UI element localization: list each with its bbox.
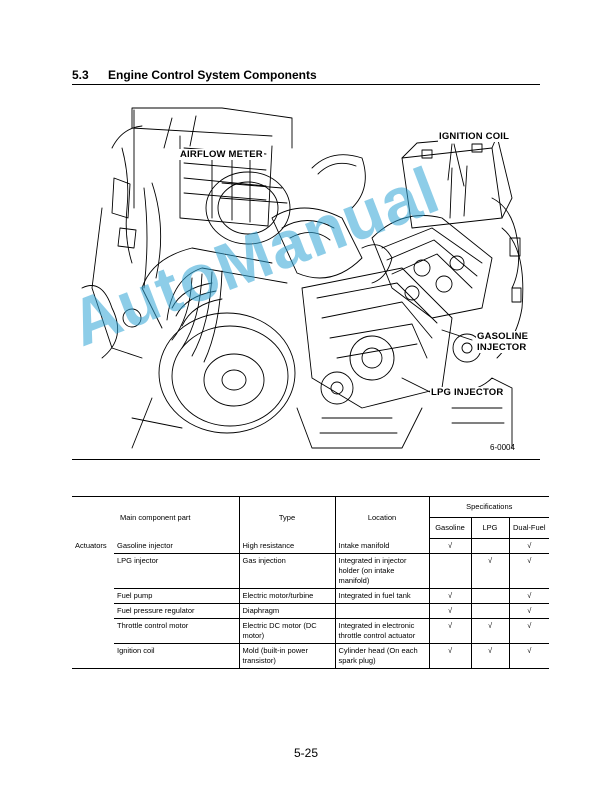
section-number: 5.3 [72,68,89,82]
header-type: Type [238,496,335,539]
section-title: Engine Control System Components [108,68,317,82]
cell-part: Fuel pump [114,588,239,604]
cell-gasoline: √ [428,603,471,619]
page-number: 5-25 [293,746,319,760]
header-main-component: Main component part [72,496,239,539]
cell-lpg [470,538,509,554]
cell-gasoline: √ [428,643,471,669]
table-row: Ignition coil Mold (built-in power trans… [72,643,549,669]
cell-gasoline: √ [428,538,471,554]
cell-type: Mold (built-in power transistor) [238,643,335,669]
engine-illustration: AIRFLOW METER IGNITION COIL GASOLINE INJ… [72,88,540,458]
ignition-coil-label: IGNITION COIL [438,131,511,142]
cell-dual-fuel: √ [508,588,549,604]
cell-type: Electric motor/turbine [238,588,335,604]
header-specifications: Specifications [428,496,549,518]
header-location: Location [334,496,429,539]
table-row: Throttle control motor Electric DC motor… [72,618,549,644]
category-label: Actuators [75,540,107,550]
cell-type: High resistance [238,538,335,554]
cell-dual-fuel: √ [508,553,549,589]
figure-number: 6-0004 [490,443,515,452]
header-dual-fuel: Dual-Fuel [508,517,549,539]
cell-location: Integrated in electronic throttle contro… [334,618,429,644]
engine-line-drawing [81,107,524,449]
cell-part: Fuel pressure regulator [114,603,239,619]
cell-lpg: √ [470,553,509,589]
cell-lpg: √ [470,643,509,669]
table-row: Actuators Gasoline injector High resista… [72,538,549,554]
header-gasoline: Gasoline [428,517,471,539]
figure-rule [72,459,540,460]
cell-type: Diaphragm [238,603,335,619]
cell-location: Integrated in injector holder (on intake… [334,553,429,589]
table-row: LPG injector Gas injection Integrated in… [72,553,549,589]
cell-location [334,603,429,619]
cell-lpg [470,603,509,619]
component-table: Main component part Type Location Specif… [72,496,549,669]
cell-part: Throttle control motor [114,618,239,644]
cell-gasoline: √ [428,588,471,604]
cell-dual-fuel: √ [508,618,549,644]
cell-lpg: √ [470,618,509,644]
cell-dual-fuel: √ [508,538,549,554]
table-row: Fuel pressure regulator Diaphragm √ √ [72,603,549,619]
section-heading: 5.3 Engine Control System Components [72,68,540,82]
gasoline-injector-label-line1: GASOLINE [477,331,529,342]
table-row: Fuel pump Electric motor/turbine Integra… [72,588,549,604]
cell-part: LPG injector [114,553,239,589]
gasoline-injector-label: GASOLINE INJECTOR [476,331,530,353]
cell-location: Intake manifold [334,538,429,554]
cell-gasoline [428,553,471,589]
cell-dual-fuel: √ [508,603,549,619]
cell-part: Ignition coil [114,643,239,669]
lpg-injector-label: LPG INJECTOR [430,387,505,398]
cell-location: Integrated in fuel tank [334,588,429,604]
cell-dual-fuel: √ [508,643,549,669]
cell-part: Gasoline injector [114,538,239,554]
heading-rule [72,84,540,85]
airflow-meter-label: AIRFLOW METER [179,149,264,160]
cell-type: Gas injection [238,553,335,589]
header-lpg: LPG [470,517,509,539]
gasoline-injector-label-line2: INJECTOR [477,342,527,353]
cell-lpg [470,588,509,604]
cell-type: Electric DC motor (DC motor) [238,618,335,644]
cell-location: Cylinder head (On each spark plug) [334,643,429,669]
cell-gasoline: √ [428,618,471,644]
